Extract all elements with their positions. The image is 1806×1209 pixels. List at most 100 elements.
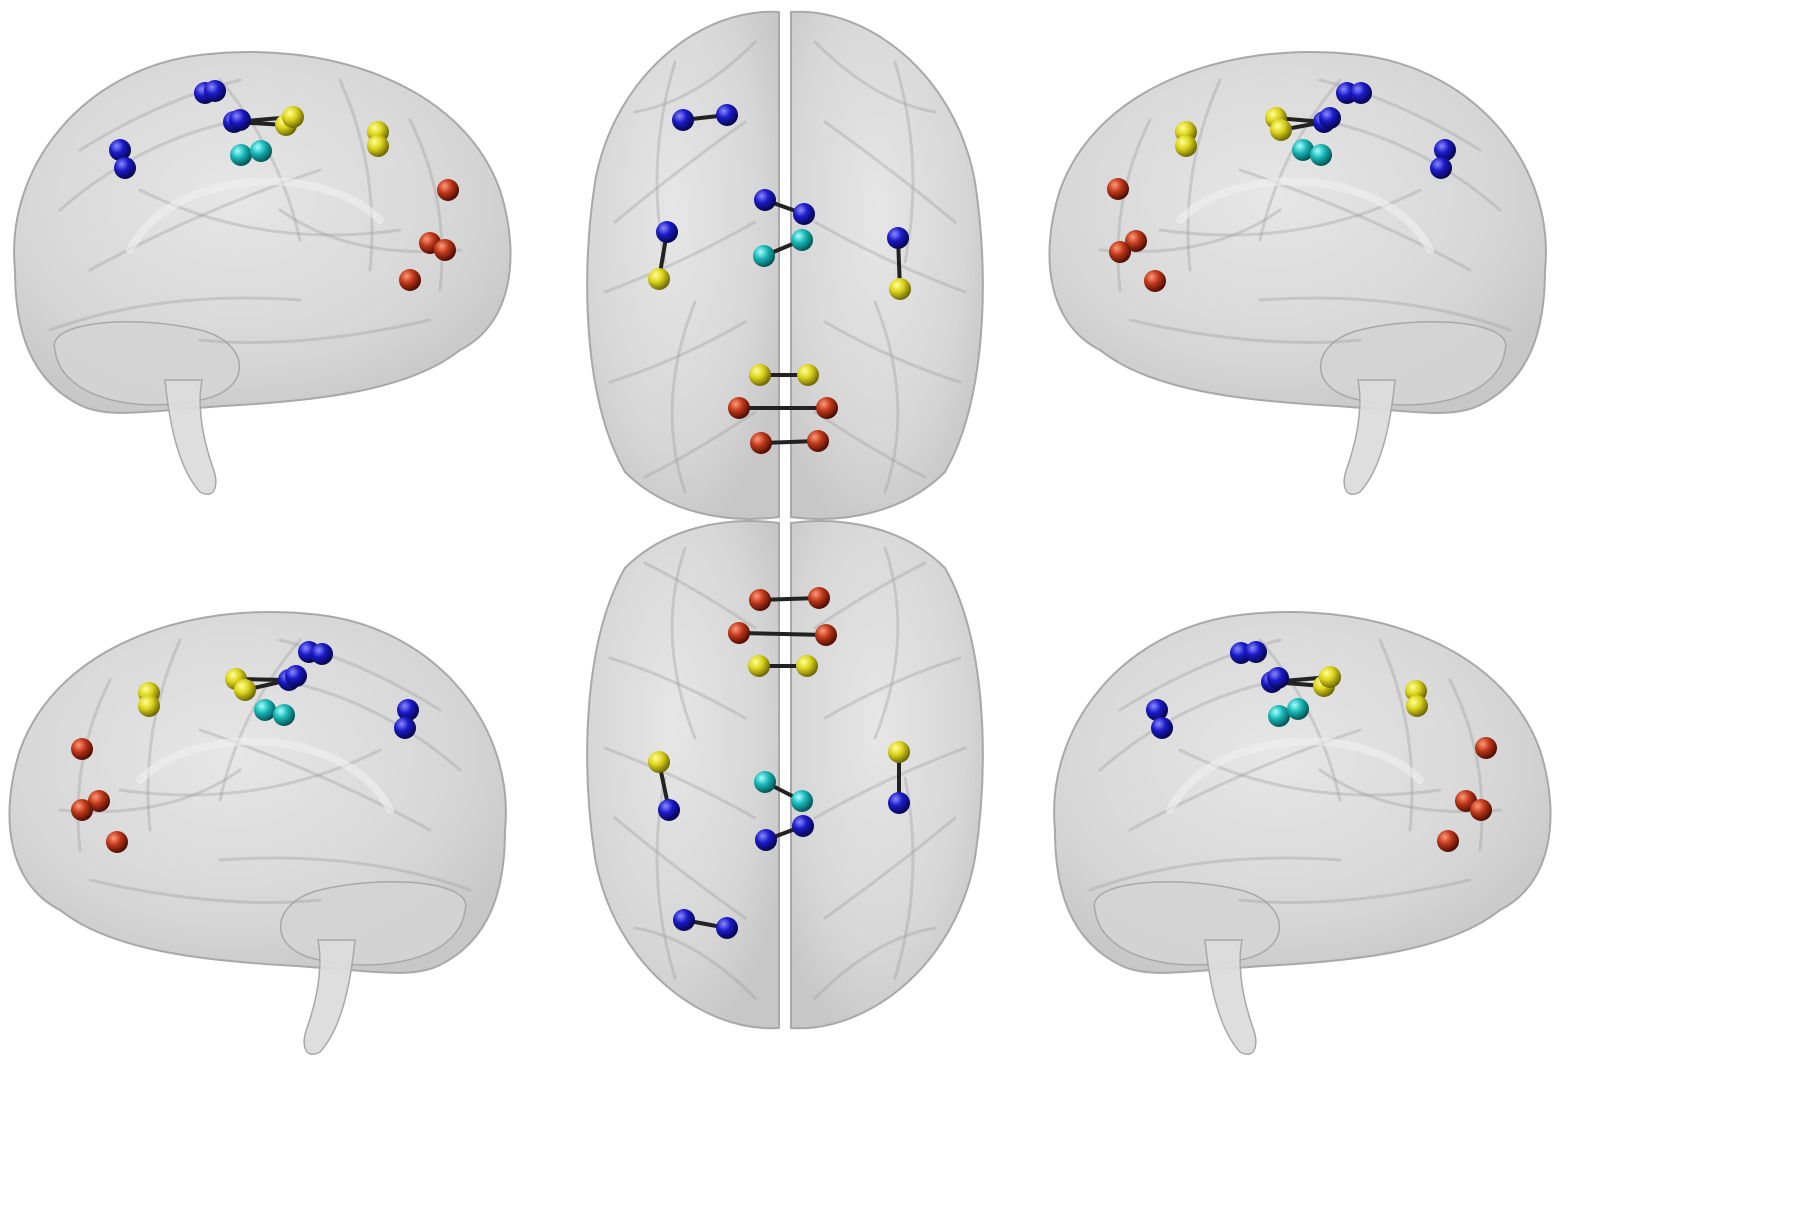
left-lateral-view-node-r4 xyxy=(399,269,421,291)
top-view-node-r3 xyxy=(750,432,772,454)
top-view-node-r1 xyxy=(728,397,750,419)
left-lateral-view-node-y4 xyxy=(367,135,389,157)
bottom-view-left-sulcus-3 xyxy=(603,746,757,820)
top-view-left-sulcus-4 xyxy=(608,320,747,384)
bottom-view-right-hemisphere xyxy=(790,520,984,1030)
right-medial-view-node-r3 xyxy=(1470,799,1492,821)
top-view-right-hemisphere xyxy=(790,10,984,520)
bottom-view-edge-r3-r4 xyxy=(737,631,828,637)
top-view-left-sulcus-2 xyxy=(613,120,747,224)
right-medial-view-node-b2 xyxy=(1245,641,1267,663)
top-view-right-sulcus-1 xyxy=(813,40,937,114)
bottom-view-node-r3 xyxy=(728,622,750,644)
right-medial-view-sulcus-3 xyxy=(1258,638,1342,802)
right-lateral-view-node-r3 xyxy=(1109,241,1131,263)
right-medial-view-node-y4 xyxy=(1406,695,1428,717)
right-lateral-view-node-y2 xyxy=(1270,119,1292,141)
bottom-view-right-sulcus-3 xyxy=(813,746,967,820)
bottom-view xyxy=(586,520,984,1030)
right-lateral-view-node-b5 xyxy=(1430,157,1452,179)
left-lateral-view-corpus-callosum xyxy=(126,177,384,254)
left-medial-view-sulcus-6 xyxy=(218,856,472,892)
left-medial-view-node-b2 xyxy=(311,643,333,665)
bottom-view-node-c1 xyxy=(754,771,776,793)
left-medial-view-sulcus-3 xyxy=(218,638,302,802)
right-lateral-view-node-b6 xyxy=(1319,107,1341,129)
top-view-node-y4 xyxy=(797,364,819,386)
top-view-node-r2 xyxy=(816,397,838,419)
left-lateral-view xyxy=(13,51,512,495)
bottom-view-node-b1 xyxy=(673,909,695,931)
right-medial-view-sulcus-1 xyxy=(1098,678,1282,772)
left-medial-view-node-b6 xyxy=(285,665,307,687)
bottom-view-node-r1 xyxy=(749,589,771,611)
left-lateral-view-sulcus-8 xyxy=(198,318,432,344)
left-medial-view-brainstem xyxy=(303,939,356,1055)
left-medial-view-node-b4 xyxy=(397,699,419,721)
top-view-node-c1 xyxy=(753,245,775,267)
bottom-view-left-sulcus-2 xyxy=(613,816,747,920)
left-medial-view-node-y2 xyxy=(234,679,256,701)
top-view-right-sulcus-5 xyxy=(813,410,927,479)
right-lateral-view-sulcus-5 xyxy=(1116,118,1152,292)
right-medial-view-corpus-callosum xyxy=(1166,737,1424,814)
bottom-view-right-sulcus-4 xyxy=(823,656,962,720)
top-view-node-y3 xyxy=(749,364,771,386)
left-medial-view-node-r2 xyxy=(88,790,110,812)
right-lateral-view-node-c1 xyxy=(1292,139,1314,161)
left-lateral-view-node-b6 xyxy=(229,109,251,131)
right-medial-view-brainstem xyxy=(1204,939,1257,1055)
left-medial-view-sulcus-4 xyxy=(146,638,182,832)
top-view-node-b6 xyxy=(887,227,909,249)
right-medial-view-node-c2 xyxy=(1287,698,1309,720)
left-lateral-view-node-c2 xyxy=(250,140,272,162)
right-medial-view-node-r4 xyxy=(1437,830,1459,852)
left-medial-view-node-r4 xyxy=(106,831,128,853)
right-lateral-view-sulcus-8 xyxy=(1128,318,1362,344)
right-lateral-view-node-b4 xyxy=(1434,139,1456,161)
top-view-right-sulcus-4 xyxy=(823,320,962,384)
bottom-view-node-r4 xyxy=(815,624,837,646)
bottom-view-node-b5 xyxy=(658,799,680,821)
right-lateral-view-node-r1 xyxy=(1107,178,1129,200)
right-lateral-view-sulcus-1 xyxy=(1318,118,1502,212)
right-lateral-view-sulcus-9 xyxy=(1318,78,1482,152)
bottom-view-node-r2 xyxy=(808,587,830,609)
right-lateral-view-node-r4 xyxy=(1144,270,1166,292)
right-lateral-view-node-c2 xyxy=(1310,144,1332,166)
right-lateral-view-node-y4 xyxy=(1175,135,1197,157)
top-view-left-sulcus-3 xyxy=(603,220,757,294)
right-lateral-view-sulcus-3 xyxy=(1258,78,1342,242)
bottom-view-node-y1 xyxy=(648,751,670,773)
top-view-node-b5 xyxy=(656,221,678,243)
top-view-right-sulcus-2 xyxy=(823,120,957,224)
top-view-node-b4 xyxy=(793,203,815,225)
right-lateral-view xyxy=(1048,51,1547,495)
right-lateral-view-sulcus-6 xyxy=(1258,296,1512,332)
bottom-view-right-sulcus-1 xyxy=(813,926,937,1000)
bottom-view-node-b2 xyxy=(716,917,738,939)
right-lateral-view-corpus-callosum xyxy=(1176,177,1434,254)
right-lateral-view-node-b2 xyxy=(1350,82,1372,104)
top-view-node-b2 xyxy=(716,104,738,126)
top-view-left-sulcus-7 xyxy=(670,300,697,494)
left-medial-view-node-b5 xyxy=(394,717,416,739)
left-medial-view-corpus-callosum xyxy=(136,737,394,814)
left-lateral-view-brainstem xyxy=(164,379,217,495)
right-medial-view-sulcus-6 xyxy=(1088,856,1342,892)
bottom-view-right-sulcus-5 xyxy=(813,561,927,630)
right-medial-view xyxy=(1053,611,1552,1055)
bottom-view-left-sulcus-4 xyxy=(608,656,747,720)
top-view-node-y1 xyxy=(648,268,670,290)
left-lateral-view-node-b3 xyxy=(109,139,131,161)
bottom-view-left-sulcus-6 xyxy=(655,776,677,980)
left-lateral-view-node-r1 xyxy=(437,179,459,201)
right-medial-view-sulcus-5 xyxy=(1448,678,1484,852)
bottom-view-left-sulcus-5 xyxy=(643,561,757,630)
bottom-view-left-sulcus-7 xyxy=(670,546,697,740)
top-view-node-y2 xyxy=(889,278,911,300)
top-view-right-sulcus-7 xyxy=(873,300,900,494)
right-medial-view-sulcus-8 xyxy=(1238,878,1472,904)
right-medial-view-node-b3 xyxy=(1146,699,1168,721)
bottom-view-right-sulcus-2 xyxy=(823,816,957,920)
